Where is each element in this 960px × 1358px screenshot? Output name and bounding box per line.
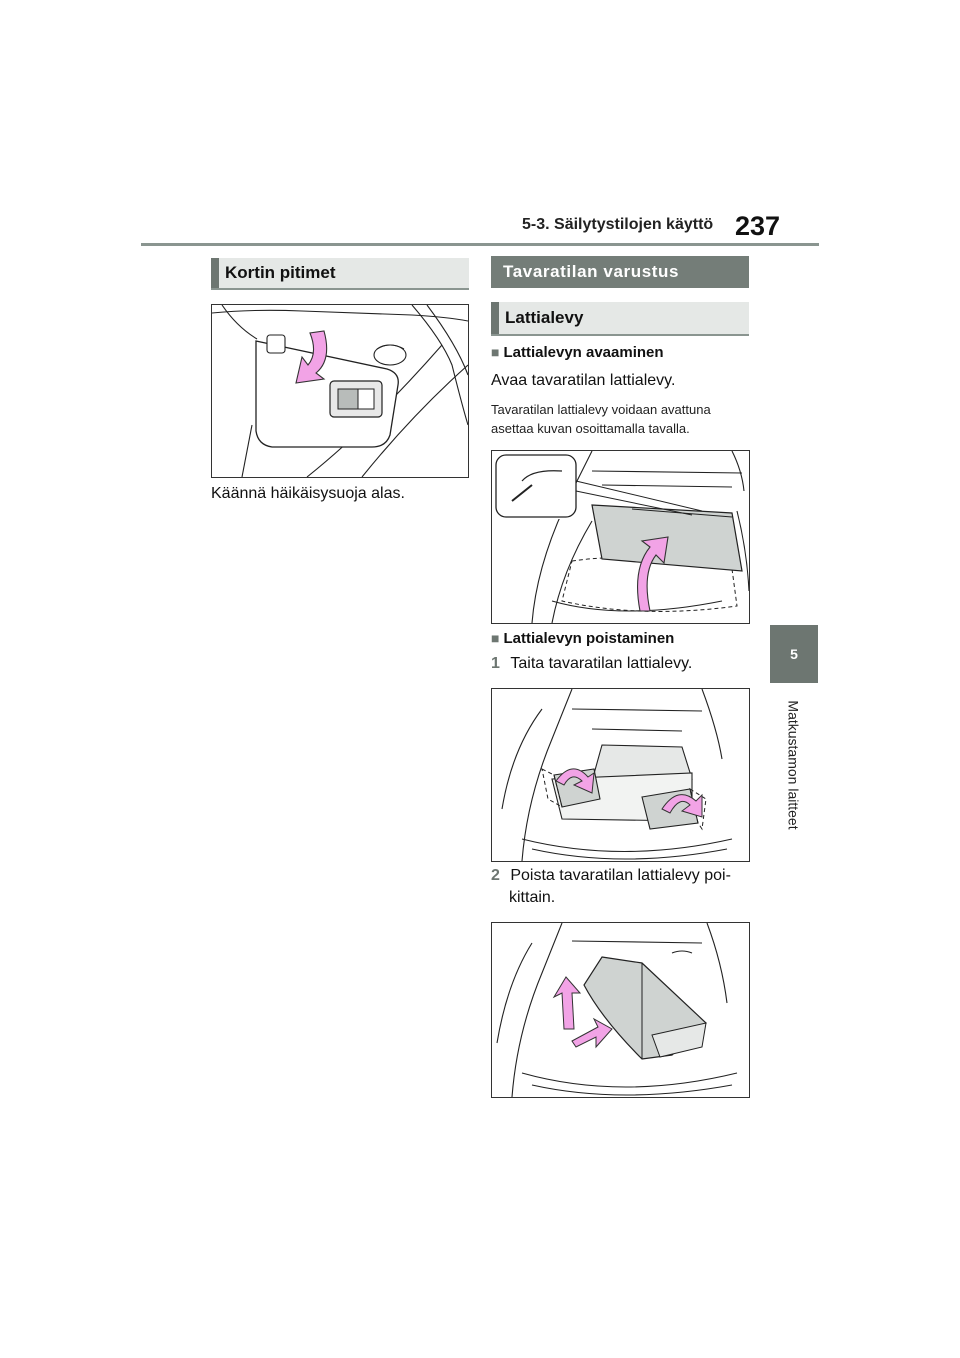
step-1: 1 Taita tavaratilan lattialevy. — [491, 655, 692, 673]
rotate-down-arrow-icon — [295, 330, 328, 384]
heading-card-holders: Kortin pitimet — [225, 263, 336, 282]
trunk-fold-panel-illustration — [501, 689, 733, 861]
chapter-tab: 5 — [770, 625, 818, 683]
open-note: Tavaratilan lattialevy voidaan avattuna … — [491, 402, 711, 436]
bullet-heading-open: ■Lattialevyn avaaminen — [491, 344, 664, 361]
fold-arrow-right-icon — [661, 793, 703, 818]
lift-up-arrow-icon — [637, 536, 669, 612]
heading-box-floor-panel: Lattialevy — [491, 302, 749, 336]
fold-arrow-left-icon — [555, 768, 595, 794]
heading-accent-bar — [211, 258, 219, 288]
lift-arrow-icon — [552, 976, 582, 1030]
section-header: 5-3. Säilytystilojen käyttö — [522, 216, 714, 233]
chapter-side-title: Matkustamon laitteet — [746, 690, 842, 840]
heading-floor-panel: Lattialevy — [505, 308, 584, 327]
step-1-number: 1 — [491, 655, 500, 672]
open-instruction: Avaa tavaratilan lattialevy. — [491, 372, 676, 389]
heading-accent-bar — [491, 302, 499, 334]
figure-sun-visor — [211, 304, 469, 478]
pull-out-arrow-icon — [571, 1017, 613, 1049]
figure-floor-panel-remove — [491, 922, 750, 1098]
trunk-remove-panel-illustration — [496, 923, 738, 1097]
sun-visor-illustration — [212, 305, 468, 477]
figure-floor-panel-fold — [491, 688, 750, 862]
trunk-open-panel-illustration — [492, 451, 749, 623]
heading-luggage-equipment: Tavaratilan varustus — [503, 262, 680, 281]
heading-box-card-holders: Kortin pitimet — [211, 258, 469, 290]
square-bullet-icon: ■ — [491, 344, 500, 360]
bullet-heading-remove: ■Lattialevyn poistaminen — [491, 630, 674, 647]
step-1-text: Taita tavaratilan lattialevy. — [510, 655, 693, 672]
page-number: 237 — [735, 211, 781, 241]
bullet-heading-remove-text: Lattialevyn poistaminen — [503, 630, 675, 647]
step-2: 2 Poista tavaratilan lattialevy poi- — [491, 867, 731, 885]
bullet-heading-open-text: Lattialevyn avaaminen — [503, 344, 664, 361]
header-rule — [141, 243, 819, 246]
square-bullet-icon: ■ — [491, 630, 500, 646]
figure-floor-panel-open — [491, 450, 750, 624]
detail-inset-frame — [495, 454, 577, 518]
step-2-text-continued: kittain. — [509, 889, 556, 906]
heading-box-luggage-equipment: Tavaratilan varustus — [491, 256, 749, 288]
step-2-number: 2 — [491, 867, 500, 884]
figure-caption-sun-visor: Käännä häikäisysuoja alas. — [211, 485, 405, 502]
step-2-text: Poista tavaratilan lattialevy poi- — [510, 867, 731, 884]
chapter-side-title-text: Matkustamon laitteet — [786, 700, 803, 830]
